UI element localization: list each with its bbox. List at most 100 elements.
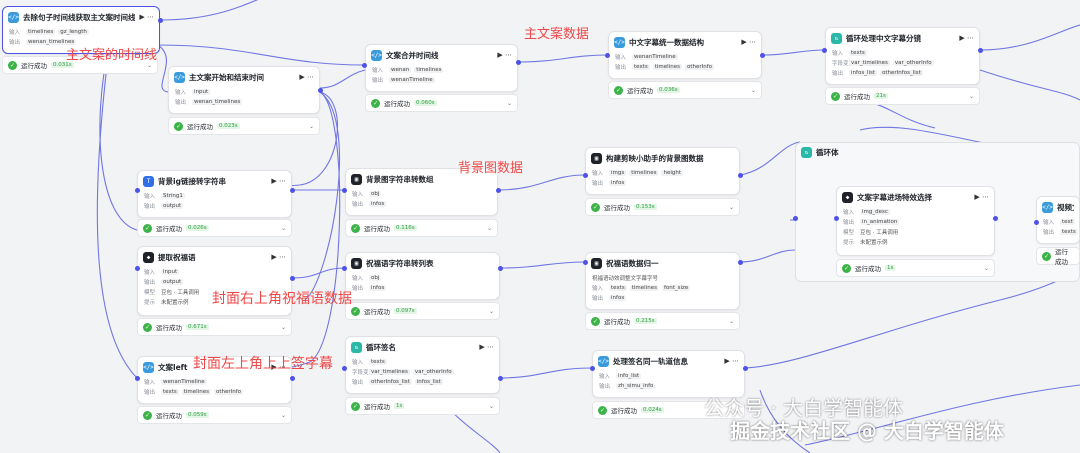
code-icon: </>	[598, 355, 609, 367]
chevron-down-icon[interactable]: ⌄	[308, 122, 314, 130]
chevron-down-icon[interactable]: ⌄	[280, 411, 286, 419]
output-port[interactable]	[498, 376, 503, 381]
edge	[499, 367, 593, 379]
input-port[interactable]	[822, 48, 827, 53]
code-icon: </>	[174, 71, 185, 83]
output-port[interactable]	[290, 276, 295, 281]
input-port[interactable]	[834, 216, 839, 221]
chevron-down-icon[interactable]: ⌄	[733, 406, 739, 414]
run-icon[interactable]: ▶ ⋯	[724, 357, 739, 365]
input-port[interactable]	[1034, 220, 1039, 225]
input-port[interactable]	[583, 173, 588, 178]
chevron-down-icon[interactable]: ⌄	[486, 224, 492, 232]
output-port[interactable]	[516, 60, 521, 65]
chevron-down-icon[interactable]: ⌄	[983, 264, 989, 272]
run-icon[interactable]: ▶ ⋯	[974, 193, 989, 201]
check-icon: ✓	[1042, 251, 1051, 261]
run-icon[interactable]: ▶ ⋯	[741, 38, 756, 46]
code-icon: </>	[614, 36, 625, 48]
chevron-down-icon[interactable]: ⌄	[280, 224, 286, 232]
chevron-down-icon[interactable]: ⌄	[146, 61, 152, 69]
chevron-down-icon[interactable]: ⌄	[280, 323, 286, 331]
input-port[interactable]	[135, 376, 140, 381]
edge	[739, 249, 796, 263]
input-port[interactable]	[793, 216, 798, 221]
chevron-down-icon[interactable]: ⌄	[750, 86, 756, 94]
run-icon[interactable]: ▶ ⋯	[959, 34, 974, 42]
output-port[interactable]	[978, 48, 983, 53]
input-port[interactable]	[605, 53, 610, 58]
input-port[interactable]	[135, 266, 140, 271]
output-port[interactable]	[738, 260, 743, 265]
output-port[interactable]	[158, 18, 163, 23]
output-port[interactable]	[760, 53, 765, 58]
output-port[interactable]	[738, 173, 743, 178]
input-port[interactable]	[342, 366, 347, 371]
run-icon[interactable]: ▶ ⋯	[479, 343, 494, 351]
chevron-down-icon[interactable]: ⌄	[968, 92, 974, 100]
output-port[interactable]	[496, 188, 501, 193]
output-port[interactable]	[498, 266, 503, 271]
run-icon[interactable]: ▶ ⋯	[271, 253, 286, 261]
output-port[interactable]	[290, 188, 295, 193]
output-port[interactable]	[743, 366, 748, 371]
input-port[interactable]	[342, 188, 347, 193]
chevron-down-icon[interactable]: ⌄	[488, 307, 494, 315]
edge	[157, 44, 169, 93]
status-bar-n16[interactable]: ✓运行成功	[1036, 247, 1080, 266]
output-port[interactable]	[318, 88, 323, 93]
input-port[interactable]	[583, 260, 588, 265]
input-port[interactable]	[590, 366, 595, 371]
run-icon[interactable]: ▶ ⋯	[299, 73, 314, 81]
check-icon: ✓	[598, 405, 607, 415]
output-port[interactable]	[290, 376, 295, 381]
input-port[interactable]	[362, 63, 367, 68]
run-icon[interactable]: ▶ ⋯	[271, 363, 286, 371]
input-port[interactable]	[342, 266, 347, 271]
run-icon[interactable]: ▶ ⋯	[271, 177, 286, 185]
edge	[744, 269, 1080, 369]
edge	[304, 91, 340, 301]
chevron-down-icon[interactable]: ⌄	[728, 317, 734, 325]
chevron-down-icon[interactable]: ⌄	[728, 203, 734, 211]
input-port[interactable]	[135, 188, 140, 193]
chevron-down-icon[interactable]: ⌄	[488, 402, 494, 410]
check-icon: ✓	[174, 121, 183, 131]
run-icon[interactable]: ▶ ⋯	[139, 13, 154, 21]
run-icon[interactable]: ▶ ⋯	[497, 51, 512, 59]
output-port[interactable]	[993, 216, 998, 221]
chevron-down-icon[interactable]: ⌄	[506, 99, 512, 107]
